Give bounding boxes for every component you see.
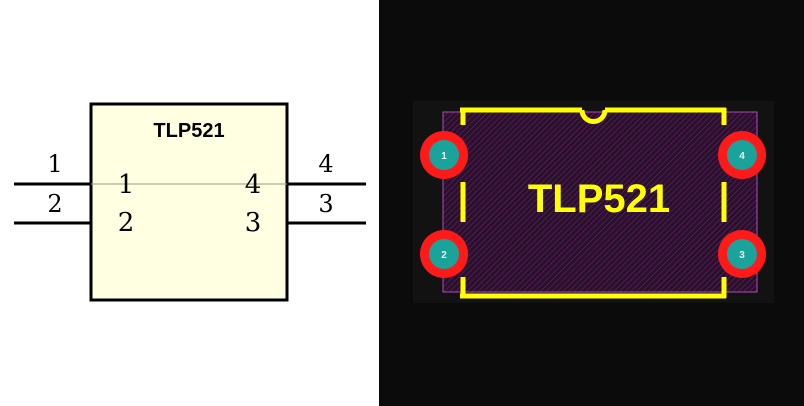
pad-1[interactable]: 1 <box>420 131 468 179</box>
pin1-notch <box>579 109 608 124</box>
pin-1[interactable]: 1 1 <box>14 150 134 200</box>
pad-4-label: 4 <box>739 151 745 162</box>
pad-3-label: 3 <box>739 250 745 261</box>
pad-2-label: 2 <box>441 250 447 261</box>
component-body <box>89 102 289 302</box>
pad-4[interactable]: 4 <box>718 131 766 179</box>
schematic-symbol: TLP521 1 1 2 2 4 4 3 3 <box>14 102 366 302</box>
pad-1-label: 1 <box>441 151 447 162</box>
body-outline <box>442 111 758 293</box>
part-name: TLP521 <box>153 120 224 142</box>
pin-2-inner-label: 2 <box>118 208 135 238</box>
pin-1-inner-label: 1 <box>118 170 135 200</box>
pad-2[interactable]: 2 <box>420 230 468 278</box>
pcb-panel: TLP521 1 2 3 4 <box>379 0 804 406</box>
pin-3[interactable]: 3 3 <box>245 190 366 238</box>
pin-4-inner-label: 4 <box>245 170 262 200</box>
pcb-footprint: TLP521 1 2 3 4 <box>413 101 774 303</box>
pin-3-number: 3 <box>318 190 333 218</box>
pin-4[interactable]: 4 4 <box>245 150 366 200</box>
pad-3[interactable]: 3 <box>718 230 766 278</box>
pin-1-number: 1 <box>47 150 62 178</box>
pin-3-inner-label: 3 <box>245 208 262 238</box>
schematic-panel: TLP521 1 1 2 2 4 4 3 3 <box>0 0 379 406</box>
pin-4-number: 4 <box>318 150 333 178</box>
pin-2-number: 2 <box>47 190 62 218</box>
pin-2[interactable]: 2 2 <box>14 190 134 238</box>
silkscreen-outline <box>460 107 727 299</box>
pcb-part-name: TLP521 <box>528 177 670 221</box>
